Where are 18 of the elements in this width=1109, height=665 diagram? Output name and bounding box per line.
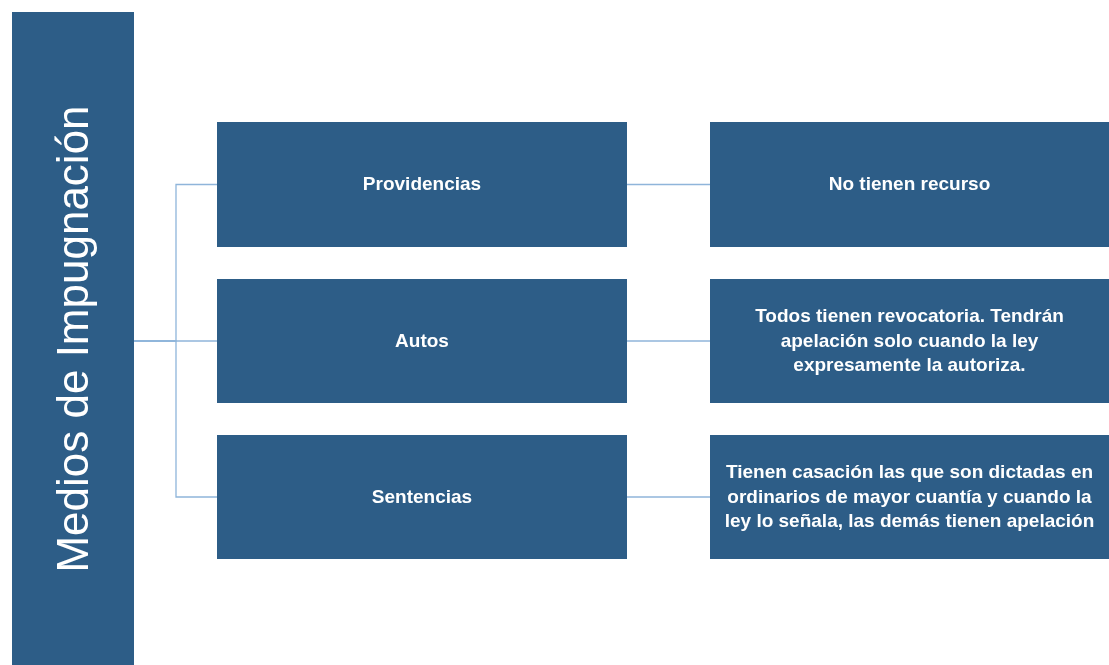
- vertical-title: Medios de Impugnación: [47, 104, 99, 573]
- process-box: [710, 122, 1109, 247]
- process-box: [710, 435, 1109, 559]
- connector-line: [626, 340, 711, 342]
- process-box: [217, 435, 627, 559]
- process-box: [710, 279, 1109, 403]
- connector-line: [626, 496, 711, 498]
- box-text: Autos: [394, 328, 450, 353]
- process-box: [217, 279, 627, 403]
- box-text: Tienen casación las que son dictadas en ordinarios de mayor cuantía y cuando la ley lo señala, las demás tienen apelación: [723, 459, 1096, 534]
- connector-line: [626, 183, 711, 186]
- box-text: Sentencias: [370, 484, 474, 509]
- box-text: No tienen recurso: [827, 172, 992, 197]
- connector-line: [133, 340, 218, 498]
- title-bar: [12, 12, 134, 665]
- process-box: [217, 122, 627, 247]
- box-text: Providencias: [361, 172, 483, 197]
- box-text: Todos tienen revocatoria. Tendrán apelación solo cuando la ley expresamente la autoriza.: [754, 303, 1065, 378]
